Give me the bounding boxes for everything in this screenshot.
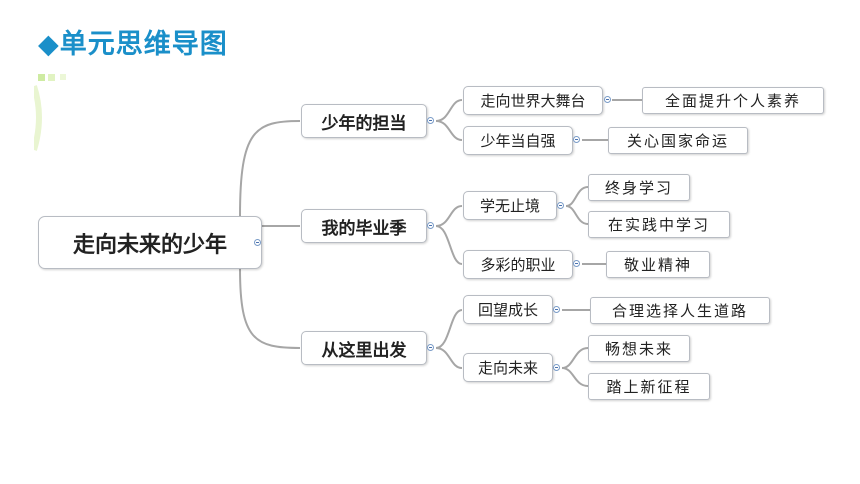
topic-node[interactable]: 走向世界大舞台 [463,86,603,115]
page-title: ◆单元思维导图 [38,29,228,60]
root-node[interactable]: 走向未来的少年 [38,216,262,269]
collapse-icon[interactable] [557,202,564,209]
collapse-icon[interactable] [553,306,560,313]
collapse-icon[interactable] [573,260,580,267]
decorative-shape [34,74,66,151]
topic-node[interactable]: 学无止境 [463,191,557,220]
connector [435,347,463,369]
leaf-node[interactable]: 敬业精神 [606,251,710,278]
topic-node[interactable]: 多彩的职业 [463,250,573,279]
collapse-icon[interactable] [254,239,261,246]
connector [435,225,463,265]
connector [435,205,463,227]
leaf-node[interactable]: 关心国家命运 [608,127,748,154]
collapse-icon[interactable] [604,96,611,103]
connector [435,309,463,349]
connector [239,268,301,349]
leaf-node[interactable]: 畅想未来 [588,335,690,362]
branch-node[interactable]: 从这里出发 [301,331,427,365]
topic-node[interactable]: 少年当自强 [463,126,573,155]
collapse-icon[interactable] [427,117,434,124]
branch-node[interactable]: 少年的担当 [301,104,427,138]
leaf-node[interactable]: 踏上新征程 [588,373,710,400]
collapse-icon[interactable] [573,136,580,143]
collapse-icon[interactable] [553,364,560,371]
leaf-node[interactable]: 全面提升个人素养 [642,87,824,114]
leaf-node[interactable]: 在实践中学习 [588,211,730,238]
connector [239,120,301,217]
connector [435,120,463,141]
leaf-node[interactable]: 终身学习 [588,174,690,201]
branch-node[interactable]: 我的毕业季 [301,209,427,243]
leaf-node[interactable]: 合理选择人生道路 [590,297,770,324]
connector [435,99,463,122]
topic-node[interactable]: 走向未来 [463,353,553,382]
topic-node[interactable]: 回望成长 [463,295,553,324]
collapse-icon[interactable] [427,222,434,229]
collapse-icon[interactable] [427,344,434,351]
